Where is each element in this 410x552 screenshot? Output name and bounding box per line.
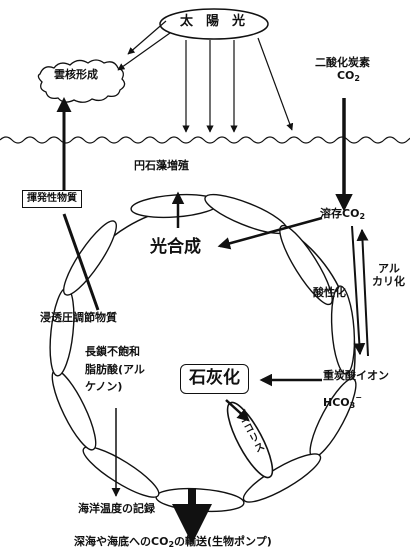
alkalization-label: アル カリ化 — [372, 262, 405, 288]
lipid-label: 長鎖不飽和 脂肪酸(アル ケノン) — [85, 345, 145, 394]
sea-surface-wave — [0, 136, 410, 144]
acidification-label: 酸性化 — [313, 286, 346, 299]
calcification-box: 石灰化 — [180, 364, 249, 394]
acidification-arrow — [351, 225, 366, 356]
co2-air-line1: 二酸化炭素 — [315, 56, 370, 69]
coccolith-plates — [49, 193, 357, 513]
sun-label: 太 陽 光 — [180, 14, 246, 29]
dissolved-co2-label: 溶存CO2 — [320, 207, 366, 221]
co2-air-line2: CO2 — [336, 68, 360, 83]
sun-oval — [159, 8, 269, 40]
sun-ray-to-cloud — [127, 20, 167, 55]
bicarbonate-label: 重炭酸イオン HCO3− — [323, 369, 389, 410]
cloud-label: 雲核形成 — [54, 68, 98, 81]
sst-label: 海洋温度の記録 — [78, 502, 155, 515]
alkalization-arrow — [356, 228, 369, 357]
co2-air-label: 二酸化炭素 CO2 — [315, 56, 370, 83]
sun-ray-to-cloud-2 — [117, 32, 171, 71]
calcification-to-coccolith-arrow — [225, 399, 250, 422]
cloud-shape — [37, 59, 126, 103]
osmo-to-volatile-line — [62, 213, 100, 311]
volatile-box: 揮発性物質 — [22, 190, 82, 208]
sun-ray-4 — [257, 37, 294, 131]
bloom-label: 円石藻増殖 — [134, 159, 189, 172]
photosynthesis-label: 光合成 — [150, 237, 201, 257]
biological-pump-label: 深海や海底へのCO2の輸送(生物ポンプ) — [74, 535, 272, 549]
osmo-label: 浸透圧調節物質 — [40, 311, 117, 324]
dissolved-to-photosynthesis-arrow — [217, 216, 323, 250]
